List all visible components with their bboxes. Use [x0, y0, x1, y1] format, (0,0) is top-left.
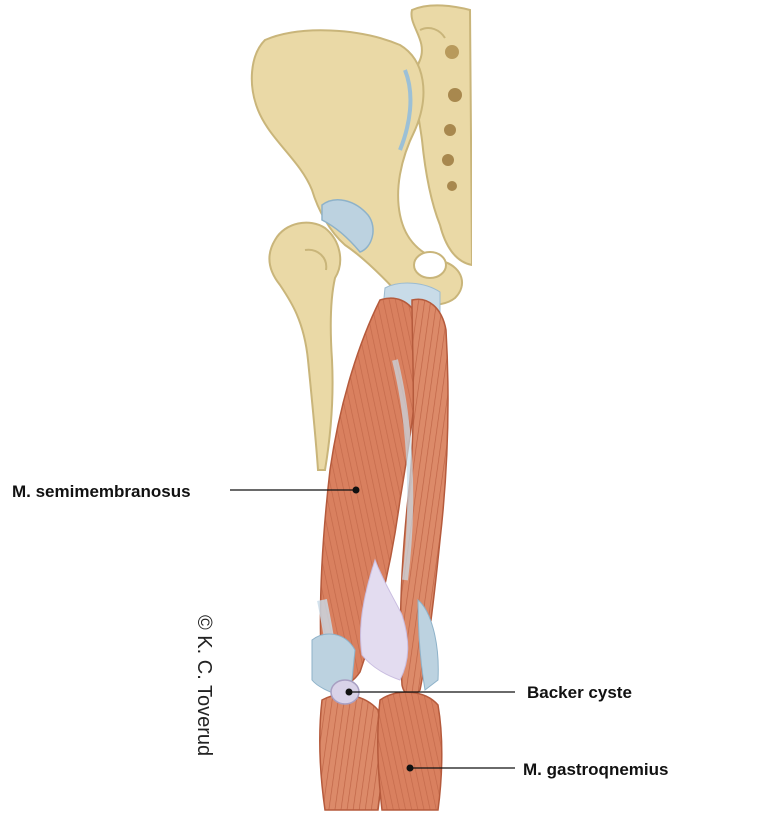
label-gastrocnemius: M. gastroqnemius: [406, 760, 668, 779]
sacrum: [410, 4, 472, 267]
copyright-text: © K. C. Toverud: [193, 615, 215, 756]
label-semimembranosus: M. semimembranosus: [12, 482, 360, 501]
label-baker-cyst: Backer cyste: [345, 683, 632, 702]
hip-joint-cartilage: [321, 199, 374, 253]
knee-tendons-lateral: [417, 598, 439, 691]
label-gastrocnemius-text: M. gastroqnemius: [523, 760, 668, 779]
popliteal-fossa: [360, 558, 409, 681]
hip-bone: [250, 29, 464, 306]
gastrocnemius-muscle: [319, 691, 443, 811]
femur: [268, 221, 342, 471]
label-baker-cyst-text: Backer cyste: [527, 683, 632, 702]
label-semimembranosus-text: M. semimembranosus: [12, 482, 191, 501]
